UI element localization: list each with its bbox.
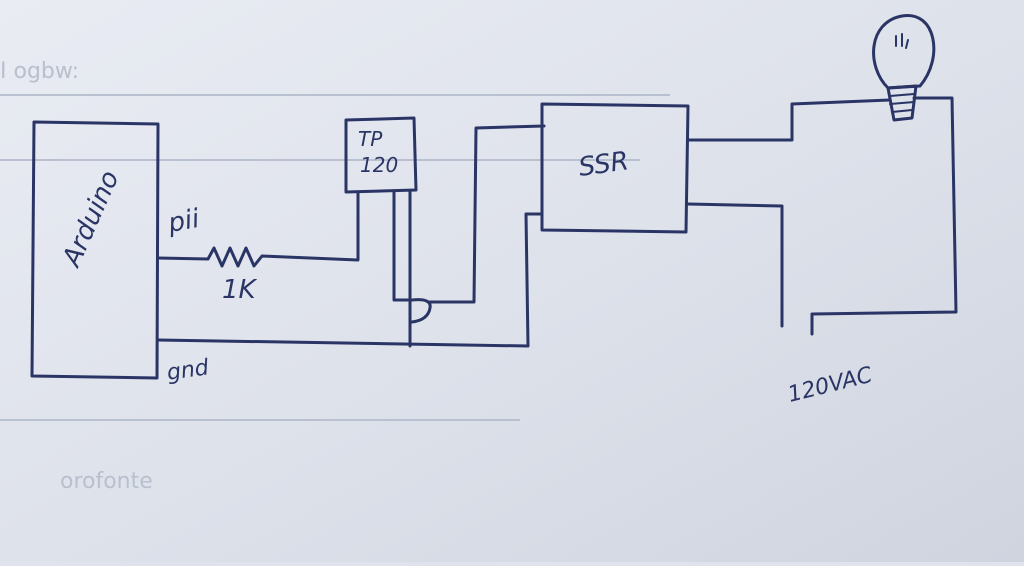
gnd-label: gnd: [165, 355, 211, 386]
resistor-label: 1K: [222, 275, 258, 305]
light-bulb-icon: [872, 14, 936, 122]
faint-text-1: I ogbw:: [0, 59, 79, 84]
ground-wire: [156, 212, 542, 348]
show-through-marks: I ogbw: orofonte: [0, 59, 670, 494]
ssr-relay: SSR: [540, 102, 690, 234]
transistor: TP 120: [344, 116, 546, 348]
pin-label: pii: [165, 204, 202, 239]
ssr-label: SSR: [577, 146, 631, 183]
ssr-output-bottom-wire: [686, 202, 784, 328]
return-wire: [810, 96, 958, 336]
ssr-output-top-wire: [686, 98, 892, 142]
faint-text-2: orofonte: [60, 469, 153, 494]
transistor-label-bottom: 120: [360, 153, 398, 177]
resistor-wire: [156, 190, 360, 268]
transistor-label-top: TP: [358, 127, 383, 151]
